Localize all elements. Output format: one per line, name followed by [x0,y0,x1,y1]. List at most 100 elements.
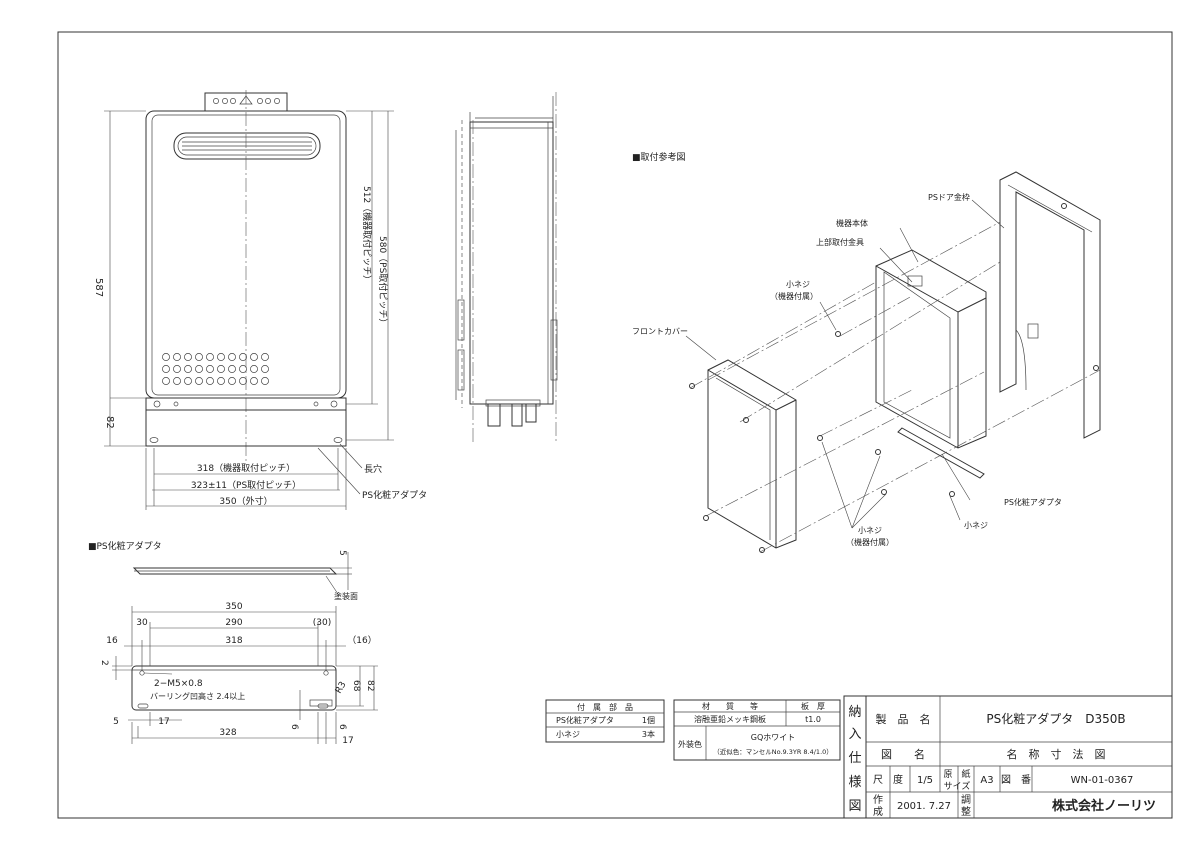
note-thread: 2−M5×0.8 [154,679,203,689]
scale-label: 尺 度 [873,773,903,786]
material-header: 材 質 等 [702,701,758,711]
created-label-1: 作 [873,794,883,806]
dim-318: 318 [225,636,242,646]
intake-hole [173,353,181,361]
parts-row-1-qty: 1個 [642,715,655,725]
dim-5: 5 [113,717,119,727]
adjust-label-1: 調 [961,793,971,806]
dim-pitch-ps: 580（PS取付ピッチ） [377,236,388,327]
dim-bottom: 82 [104,416,115,429]
dim-17-left: 17 [158,717,169,727]
dim-thickness: 5 [337,550,347,556]
intake-hole [173,377,181,385]
intake-hole [261,353,269,361]
side-char-4: 様 [848,775,861,790]
dim-6-right: 6 [337,724,347,730]
thickness-value: t1.0 [805,715,821,724]
label-slot: 長穴 [364,463,382,475]
drawing-no-label: 図 番 [1001,774,1031,786]
created-label-2: 成 [873,806,883,818]
finish-note: （近似色：マンセルNo.9.3YR 8.4/1.0） [713,747,833,756]
intake-hole [217,365,225,373]
intake-hole [217,377,225,385]
dim-16-right: （16） [347,635,376,646]
company-name: 株式会社ノーリツ [1052,798,1156,814]
intake-hole [228,377,236,385]
intake-hole [184,353,192,361]
note-burring: バーリング凹高さ 2.4以上 [150,691,245,701]
parts-row-2-qty: 3本 [642,729,655,739]
dim-width-pitch-unit: 318（機器取付ピッチ） [197,462,295,474]
intake-hole [261,377,269,385]
intake-hole [206,365,214,373]
parts-header: 付 属 部 品 [577,702,633,712]
scale-value: 1/5 [917,775,933,786]
intake-hole [195,377,203,385]
unit-body-side [469,121,554,405]
dim-17-right: 17 [342,736,353,746]
intake-hole [162,353,170,361]
intake-hole [228,365,236,373]
parts-row-1-name: PS化粧アダプタ [556,715,614,725]
intake-hole [162,365,170,373]
paper-size: A3 [980,775,993,786]
intake-hole [261,365,269,373]
label-small-screw-3: 小ネジ [858,526,882,535]
dim-82: 82 [365,680,375,691]
side-char-2: 入 [848,727,861,742]
label-small-screw-1-note: （機器付属） [770,291,818,301]
intake-hole [250,365,258,373]
side-char-3: 仕 [848,751,861,766]
sheet-border [57,31,1173,819]
paper-label-1: 原 紙 [943,768,970,780]
adapter-heading: ■PS化粧アダプタ [88,540,162,552]
created-date: 2001. 7.27 [897,801,951,812]
dim-30-left: 30 [136,618,148,628]
intake-hole [195,365,203,373]
side-char-5: 図 [848,799,861,814]
product-name-label: 製 品 名 [876,712,931,726]
product-name: PS化粧アダプタ D350B [986,711,1125,726]
intake-hole [228,353,236,361]
intake-hole [195,353,203,361]
install-reference-drawing [685,171,1101,553]
dim-350: 350 [225,602,242,612]
parts-row-2-name: 小ネジ [556,730,580,739]
material-value: 溶融亜鉛メッキ鋼板 [694,714,766,724]
dim-pitch-unit: 512（機器取付ピッチ） [361,186,373,284]
dim-2: 2 [99,660,109,666]
exhaust-louver [173,132,321,160]
side-char-1: 納 [848,705,861,720]
intake-hole [206,377,214,385]
ps-adapter-front [145,409,347,447]
adjust-label-2: 整 [961,805,971,818]
intake-hole [239,377,247,385]
intake-hole [239,365,247,373]
dim-width-outer: 350（外寸） [219,495,272,507]
thickness-header: 板 厚 [801,701,825,711]
paper-label-2: サイズ [944,780,971,792]
intake-hole [184,377,192,385]
intake-hole [217,353,225,361]
intake-hole [206,353,214,361]
intake-hole [239,353,247,361]
adapter-side-view [132,552,352,595]
label-top-bracket: 上部取付金具 [816,237,864,247]
label-small-screw-1: 小ネジ [786,280,810,289]
dim-width-pitch-ps: 323±11（PS取付ピッチ） [191,480,301,491]
front-view [104,90,394,510]
drawing-name: 名 称 寸 法 図 [1007,747,1106,761]
label-adapter-front: PS化粧アダプタ [362,489,427,501]
intake-hole [250,353,258,361]
label-front-cover: フロントカバー [632,327,688,336]
intake-hole [173,365,181,373]
intake-holes [162,353,269,385]
adapter-plan-view [112,606,378,744]
intake-hole [250,377,258,385]
finish-label: 外装色 [678,739,702,749]
side-view [455,92,558,444]
material-table [673,699,841,761]
ps-door-frame [999,171,1101,439]
drawing-name-label: 図 名 [881,747,925,761]
label-ps-adapter-iso: PS化粧アダプタ [1004,497,1062,507]
